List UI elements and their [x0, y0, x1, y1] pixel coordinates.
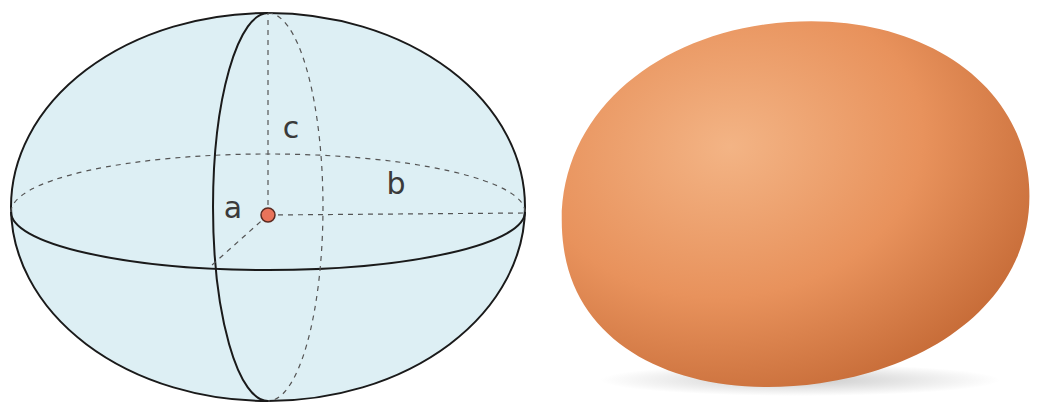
axis-label: c — [281, 113, 302, 143]
axis-label: a — [222, 193, 244, 223]
axis-label: b — [384, 169, 407, 199]
egg — [537, 0, 1053, 403]
ellipsoid — [11, 13, 525, 401]
